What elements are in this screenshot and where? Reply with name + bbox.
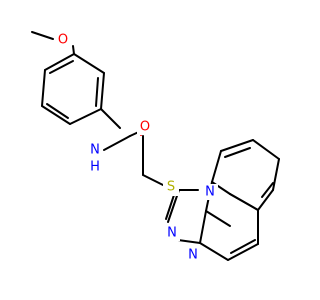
methoxyphenyl-ring: [41, 53, 105, 125]
bridgehead-nitrogen-label: N: [205, 185, 215, 200]
molecule-diagram: O N H O S N N N: [31, 31, 280, 263]
bond-methyl-o: [31, 31, 54, 40]
amide-nitrogen-label: N: [90, 143, 100, 158]
bond-ring-n: [100, 108, 121, 129]
methoxy-oxygen-label: O: [58, 33, 68, 48]
triazole-n1-label: N: [167, 226, 177, 241]
triazole-n2-label: N: [188, 248, 198, 263]
bond-o-ring: [72, 45, 75, 55]
amide-hydrogen-label: H: [90, 160, 100, 175]
quinoline-benzo-ring: [211, 139, 280, 211]
structure-canvas: O N H O S N N N: [31, 31, 280, 263]
carbonyl-oxygen-label: O: [140, 120, 150, 135]
bond-n-carbonyl: [103, 135, 131, 151]
sulfur-label: S: [167, 180, 175, 195]
